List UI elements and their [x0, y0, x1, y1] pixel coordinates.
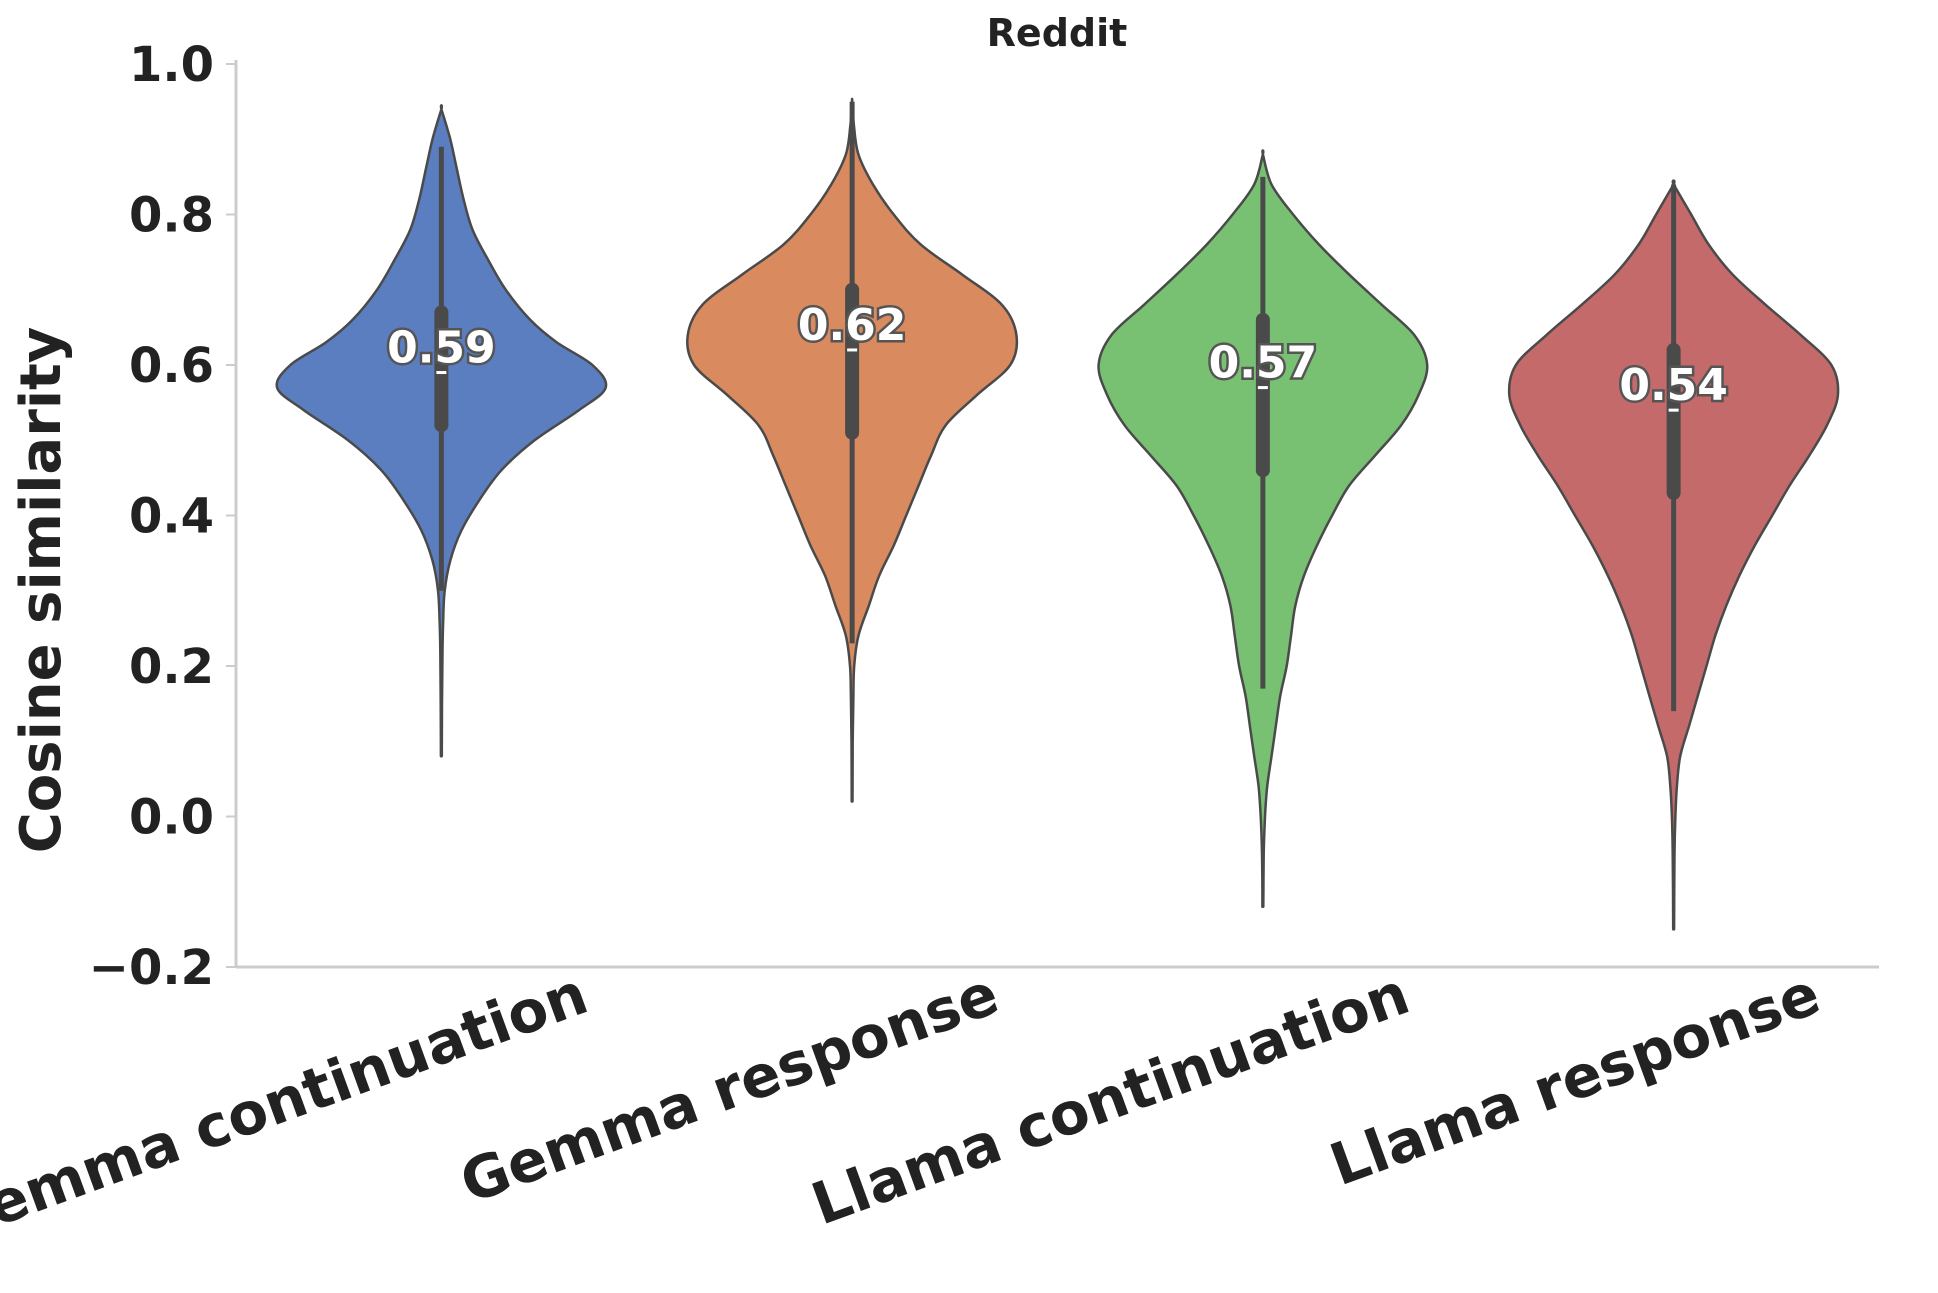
y-tick-label: −0.2 [89, 940, 214, 996]
y-tick-label: 0.0 [129, 790, 214, 846]
median-label: 0.57 [1209, 338, 1318, 389]
median-label: 0.59 [387, 323, 496, 374]
y-tick-label: 1.0 [129, 37, 214, 93]
y-tick-label: 0.8 [129, 188, 214, 244]
y-tick-label: 0.4 [129, 489, 214, 545]
violin-4: 0.54 [1507, 179, 1840, 931]
chart-title: Reddit [987, 11, 1128, 55]
violins: 0.59 0.62 0.57 0.54 [275, 97, 1840, 931]
violin-1: 0.59 [275, 104, 608, 758]
y-ticks: −0.2 0.0 0.2 0.4 0.6 0.8 1.0 [89, 37, 236, 996]
y-tick-label: 0.6 [129, 338, 214, 394]
x-tick-label: Gemma continuation [0, 959, 596, 1256]
violin-3: 0.57 [1097, 149, 1429, 909]
y-tick-label: 0.2 [129, 639, 214, 695]
median-label: 0.54 [1619, 360, 1728, 411]
median-label: 0.62 [798, 300, 907, 351]
y-axis-label: Cosine similarity [9, 327, 74, 854]
violin-2: 0.62 [686, 97, 1019, 803]
